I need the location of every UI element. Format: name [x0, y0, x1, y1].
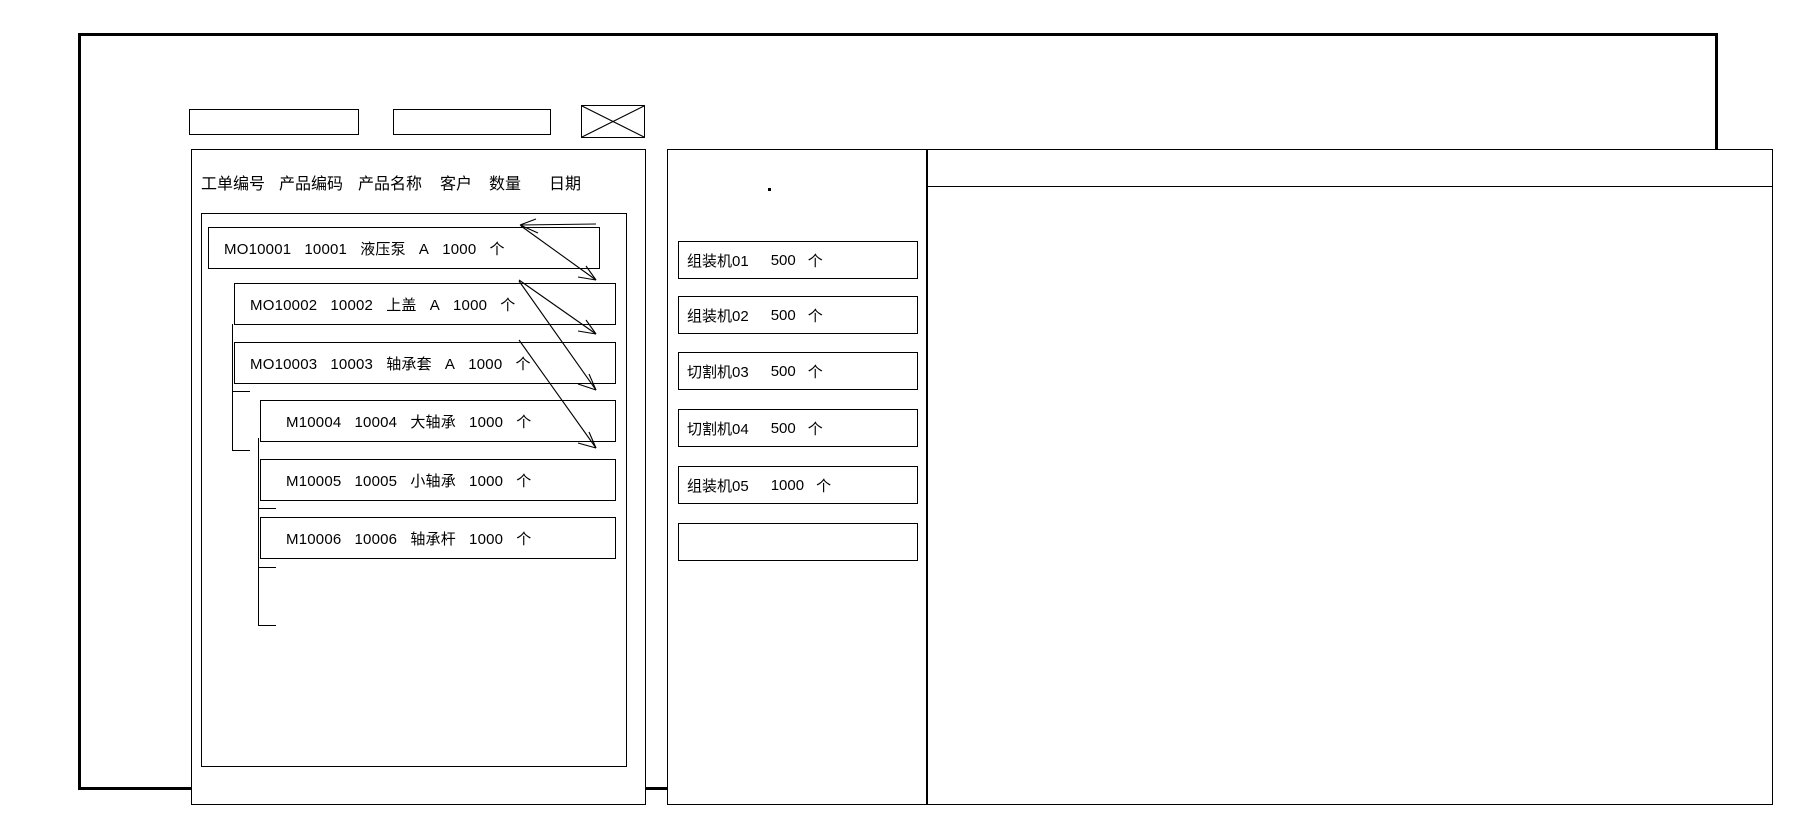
- close-x-icon[interactable]: [581, 105, 645, 138]
- tree-row-m10005[interactable]: M10005 10005 小轴承 1000 个: [260, 459, 616, 501]
- machine-unit: 个: [807, 307, 823, 325]
- toolbar-text-field-1[interactable]: [189, 109, 359, 135]
- tree-connector-5: [258, 438, 276, 626]
- machine-name: 切割机03: [687, 363, 749, 381]
- tree-row-m10006[interactable]: M10006 10006 轴承杆 1000 个: [260, 517, 616, 559]
- detail-panel: [927, 149, 1773, 805]
- column-header-quantity: 数量: [489, 176, 522, 193]
- column-header-customer: 客户: [440, 176, 473, 193]
- machine-row-2[interactable]: 切割机03 500 个: [678, 352, 918, 390]
- machine-qty: 1000: [770, 476, 805, 494]
- machine-row-4[interactable]: 组装机05 1000 个: [678, 466, 918, 504]
- tree-row-mo10002[interactable]: MO10002 10002 上盖 A 1000 个: [234, 283, 616, 325]
- column-header-order-no: 工单编号: [201, 176, 266, 193]
- machine-unit: 个: [816, 477, 832, 495]
- machine-qty: 500: [770, 251, 796, 269]
- tree-row-text: M10004 10004 大轴承 1000 个: [286, 413, 532, 431]
- detail-panel-divider: [928, 186, 1772, 187]
- machine-row-5-empty[interactable]: [678, 523, 918, 561]
- work-order-panel: 工单编号 产品编码 产品名称 客户 数量 日期 MO10001 10001 液压…: [191, 149, 646, 805]
- machine-panel: 组装机01 500 个 组装机02 500 个 切割机03 500 个 切割机0…: [667, 149, 927, 805]
- toolbar-text-field-2[interactable]: [393, 109, 551, 135]
- tree-row-text: M10005 10005 小轴承 1000 个: [286, 472, 532, 490]
- panel-dot-marker: [768, 188, 771, 191]
- work-order-table-header: 工单编号 产品编码 产品名称 客户 数量 日期: [192, 173, 645, 197]
- machine-row-0[interactable]: 组装机01 500 个: [678, 241, 918, 279]
- machine-qty: 500: [770, 419, 796, 437]
- column-header-product-code: 产品编码: [279, 176, 344, 193]
- machine-qty: 500: [770, 306, 796, 324]
- machine-name: 组装机02: [687, 307, 749, 325]
- machine-unit: 个: [807, 252, 823, 270]
- tree-row-mo10001[interactable]: MO10001 10001 液压泵 A 1000 个: [208, 227, 600, 269]
- column-header-date: 日期: [549, 176, 582, 193]
- tree-row-text: M10006 10006 轴承杆 1000 个: [286, 530, 532, 548]
- tree-row-text: MO10002 10002 上盖 A 1000 个: [250, 296, 516, 314]
- close-x-icon-glyph: [582, 106, 644, 137]
- machine-qty: 500: [770, 362, 796, 380]
- tree-connector-2: [232, 324, 250, 451]
- machine-name: 切割机04: [687, 420, 749, 438]
- machine-row-3[interactable]: 切割机04 500 个: [678, 409, 918, 447]
- machine-unit: 个: [807, 420, 823, 438]
- machine-name: 组装机01: [687, 252, 749, 270]
- window-frame: 工单编号 产品编码 产品名称 客户 数量 日期 MO10001 10001 液压…: [78, 33, 1773, 805]
- machine-name: 组装机05: [687, 477, 749, 495]
- tree-row-mo10003[interactable]: MO10003 10003 轴承套 A 1000 个: [234, 342, 616, 384]
- machine-row-1[interactable]: 组装机02 500 个: [678, 296, 918, 334]
- tree-row-text: MO10003 10003 轴承套 A 1000 个: [250, 355, 531, 373]
- tree-row-text: MO10001 10001 液压泵 A 1000 个: [224, 240, 505, 258]
- machine-unit: 个: [807, 363, 823, 381]
- column-header-product-name: 产品名称: [358, 176, 423, 193]
- tree-row-m10004[interactable]: M10004 10004 大轴承 1000 个: [260, 400, 616, 442]
